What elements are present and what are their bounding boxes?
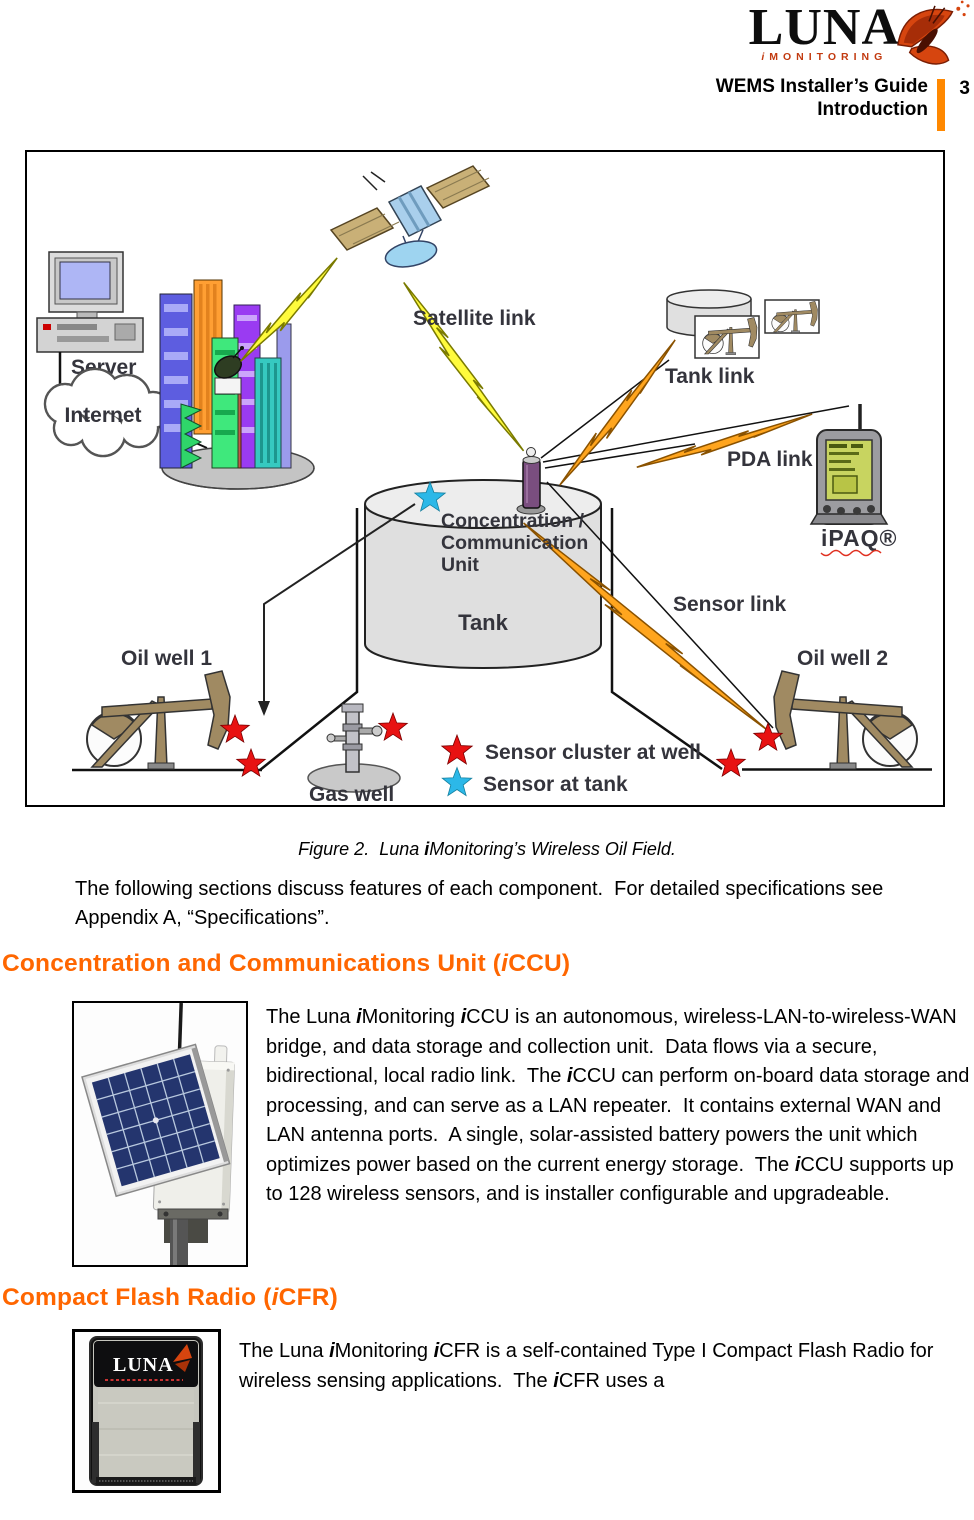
legend-cyan-star-icon	[441, 766, 473, 797]
label-satellite-link: Satellite link	[413, 307, 536, 330]
legend-cyan-label: Sensor at tank	[483, 773, 628, 796]
remote-tank-graphic	[666, 289, 820, 359]
heading-icfr: Compact Flash Radio (iCFR)	[2, 1284, 338, 1311]
label-tank-link: Tank link	[665, 365, 755, 388]
iccu-paragraph: The Luna iMonitoring iCCU is an autonomo…	[266, 1006, 970, 1205]
doc-title: WEMS Installer’s Guide	[715, 76, 928, 97]
label-ccu-line3: Unit	[441, 554, 479, 576]
label-ccu-line2: Communication	[441, 532, 588, 554]
figure-caption: Figure 2. Luna iMonitoring’s Wireless Oi…	[298, 839, 676, 859]
luna-logo: LUNA iMONITORING	[748, 0, 900, 64]
ipaq-pda-graphic	[809, 404, 889, 525]
icfr-card-brand: LUNA	[113, 1354, 174, 1376]
icfr-card-image: LUNA	[75, 1332, 218, 1490]
ipaq-squiggle-underline	[820, 549, 882, 557]
label-pda-link: PDA link	[727, 448, 813, 471]
label-ccu-line1: Concentration /	[441, 510, 585, 532]
heading-iccu: Concentration and Communications Unit (i…	[2, 950, 571, 977]
oil-field-diagram: Server Internet	[36, 165, 932, 806]
page-header: LUNA iMONITORING WEMS Installer’s Guide …	[0, 0, 974, 150]
satellite-link-bolt-2	[402, 268, 525, 465]
section-icfr: LUNA The Luna iMonitoring iCFR is a self…	[0, 1329, 974, 1493]
city-graphic	[159, 279, 315, 490]
tank-graphic	[364, 479, 602, 669]
satellite-graphic	[329, 165, 491, 268]
tank-stand-frame	[72, 508, 932, 772]
label-gas-well: Gas well	[309, 783, 394, 805]
label-sensor-link: Sensor link	[673, 593, 787, 616]
legend-red-label: Sensor cluster at well	[485, 741, 701, 764]
iccu-photo	[72, 1001, 248, 1267]
figure-2-diagram: Server Internet	[25, 150, 945, 807]
gas-well-graphic	[307, 703, 401, 793]
legend-red-star-icon	[440, 734, 474, 765]
section-iccu: The Luna iMonitoring iCCU is an autonomo…	[0, 1001, 974, 1267]
icfr-photo: LUNA	[72, 1329, 221, 1493]
intro-paragraph: The following sections discuss features …	[75, 878, 884, 929]
ccu-antenna-graphic	[516, 447, 546, 515]
doc-section-title: Introduction	[817, 99, 928, 120]
page-number: 3	[959, 78, 970, 99]
iccu-solar-unit-image	[74, 1003, 246, 1265]
label-oil-well-1: Oil well 1	[121, 647, 212, 670]
label-tank: Tank	[458, 610, 508, 635]
luna-logo-subtitle: iMONITORING	[761, 51, 888, 63]
server-computer-graphic	[36, 251, 144, 394]
header-accent-bar	[937, 79, 945, 131]
label-ipaq: iPAQ®	[821, 525, 897, 551]
butterfly-logo-icon	[897, 0, 970, 65]
luna-logo-wordmark: LUNA	[748, 0, 900, 56]
label-oil-well-2: Oil well 2	[797, 647, 888, 670]
oil-well-1-pumpjack	[86, 670, 231, 770]
city-satellite-dish	[214, 346, 244, 395]
tank-sensor-pointer-arrow	[258, 503, 416, 716]
label-internet: Internet	[64, 404, 141, 427]
icfr-card-butterfly-icon	[173, 1344, 192, 1362]
icfr-paragraph: The Luna iMonitoring iCFR is a self-cont…	[239, 1340, 934, 1392]
tank-link-bolt	[541, 338, 693, 487]
oil-well-2-pumpjack	[773, 670, 918, 770]
